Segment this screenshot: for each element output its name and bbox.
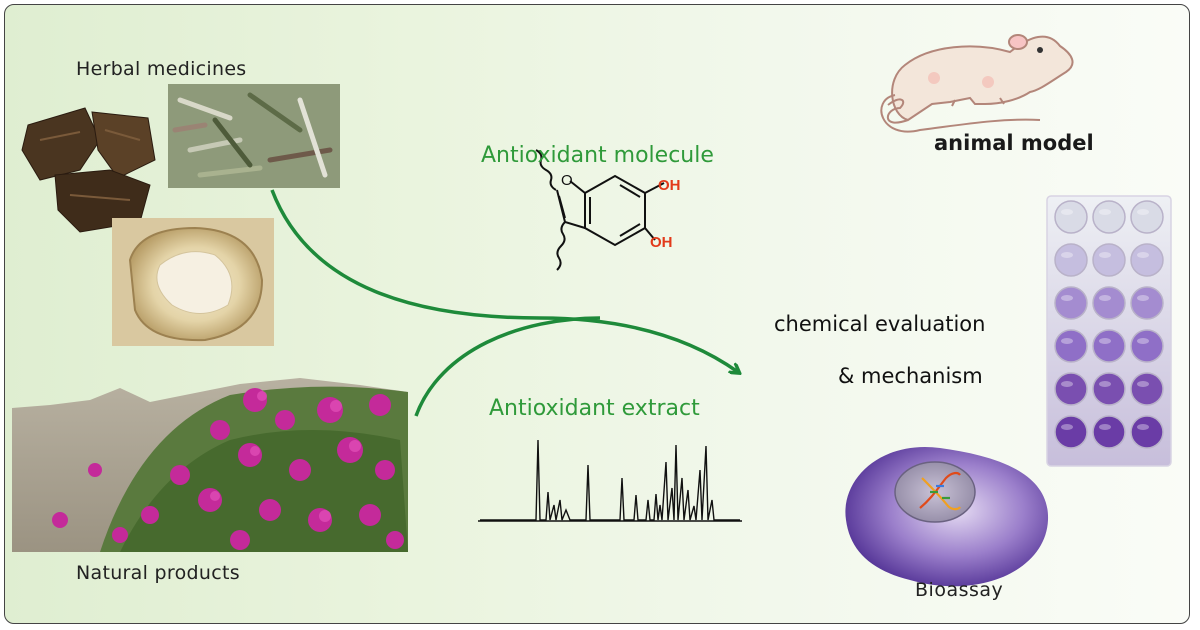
well: [1054, 243, 1088, 277]
well-highlight: [1137, 424, 1149, 430]
well: [1092, 329, 1126, 363]
natural-products-label: Natural products: [76, 562, 240, 584]
chromatogram-icon: [478, 439, 742, 522]
flow-arrows: [270, 189, 738, 417]
herb-photo: [168, 84, 340, 188]
well: [1092, 200, 1126, 234]
well-highlight: [1061, 209, 1073, 215]
antioxidant-extract-label: Antioxidant extract: [489, 396, 700, 421]
well-highlight: [1099, 338, 1111, 344]
well: [1092, 243, 1126, 277]
well: [1130, 372, 1164, 406]
well: [1054, 415, 1088, 449]
oh-bottom-label: OH: [650, 234, 673, 251]
well: [1130, 243, 1164, 277]
well: [1054, 286, 1088, 320]
well-highlight: [1099, 424, 1111, 430]
well: [1054, 329, 1088, 363]
mouse-icon: [880, 34, 1074, 133]
antioxidant-molecule-label: Antioxidant molecule: [481, 143, 714, 168]
herbal-medicines-label: Herbal medicines: [76, 58, 247, 80]
well-highlight: [1137, 381, 1149, 387]
well-highlight: [1061, 338, 1073, 344]
bougainvillea-photo: [12, 378, 408, 552]
well: [1054, 372, 1088, 406]
animal-model-label: animal model: [934, 131, 1094, 155]
well: [1130, 415, 1164, 449]
root-slice-photo: [112, 218, 274, 346]
well-highlight: [1061, 295, 1073, 301]
well-highlight: [1099, 209, 1111, 215]
well-highlight: [1137, 209, 1149, 215]
well-highlight: [1061, 252, 1073, 258]
well: [1092, 286, 1126, 320]
well-highlight: [1061, 424, 1073, 430]
mechanism-label: & mechanism: [838, 364, 983, 388]
well: [1092, 415, 1126, 449]
ring-oxygen-label: O: [561, 172, 573, 189]
well: [1092, 372, 1126, 406]
well-highlight: [1099, 381, 1111, 387]
cell-icon: [845, 446, 1049, 587]
well-highlight: [1061, 381, 1073, 387]
well-highlight: [1137, 338, 1149, 344]
chemical-evaluation-label: chemical evaluation: [774, 312, 986, 336]
well-highlight: [1137, 295, 1149, 301]
well: [1054, 200, 1088, 234]
bioassay-label: Bioassay: [915, 579, 1004, 601]
well: [1130, 329, 1164, 363]
well-highlight: [1099, 252, 1111, 258]
well-highlight: [1099, 295, 1111, 301]
antioxidant-molecule-structure: [535, 149, 665, 271]
dark-root-pieces-photo: [21, 107, 156, 233]
dna-icon: [919, 471, 961, 511]
well-plate-icon: [1046, 195, 1172, 467]
well-highlight: [1137, 252, 1149, 258]
oh-top-label: OH: [658, 177, 681, 194]
well: [1130, 200, 1164, 234]
well: [1130, 286, 1164, 320]
